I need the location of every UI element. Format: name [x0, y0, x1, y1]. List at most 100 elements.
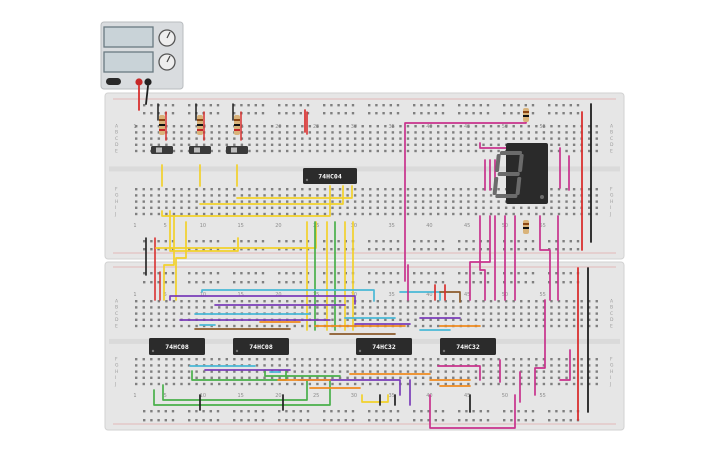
terminal-hole[interactable] — [233, 212, 236, 216]
rail-hole[interactable] — [562, 240, 565, 243]
terminal-hole[interactable] — [452, 382, 455, 386]
terminal-hole[interactable] — [202, 300, 206, 303]
rail-hole[interactable] — [209, 248, 212, 251]
terminal-hole[interactable] — [150, 370, 153, 373]
terminal-hole[interactable] — [180, 206, 183, 209]
rail-hole[interactable] — [337, 410, 340, 413]
terminal-hole[interactable] — [406, 200, 410, 203]
rail-hole[interactable] — [278, 240, 281, 243]
rail-hole[interactable] — [330, 281, 333, 284]
terminal-hole[interactable] — [557, 370, 561, 373]
terminal-hole[interactable] — [165, 212, 168, 216]
terminal-hole[interactable] — [497, 143, 500, 146]
terminal-hole[interactable] — [278, 125, 281, 128]
terminal-hole[interactable] — [270, 200, 274, 203]
rail-hole[interactable] — [202, 272, 205, 275]
terminal-hole[interactable] — [293, 125, 296, 128]
terminal-hole[interactable] — [588, 358, 591, 361]
terminal-hole[interactable] — [323, 358, 327, 361]
rail-hole[interactable] — [292, 281, 295, 284]
rail-hole[interactable] — [441, 112, 445, 115]
terminal-hole[interactable] — [270, 376, 274, 379]
rail-hole[interactable] — [562, 112, 565, 115]
terminal-hole[interactable] — [210, 306, 213, 309]
terminal-hole[interactable] — [535, 131, 538, 134]
terminal-hole[interactable] — [270, 143, 274, 146]
terminal-hole[interactable] — [482, 131, 485, 134]
terminal-hole[interactable] — [301, 125, 304, 128]
rail-hole[interactable] — [261, 419, 265, 422]
terminal-hole[interactable] — [293, 370, 296, 373]
terminal-hole[interactable] — [172, 143, 176, 146]
rail-hole[interactable] — [278, 281, 281, 284]
rail-hole[interactable] — [465, 112, 468, 115]
terminal-hole[interactable] — [286, 370, 289, 373]
terminal-hole[interactable] — [527, 306, 530, 309]
rail-hole[interactable] — [472, 419, 475, 422]
terminal-hole[interactable] — [550, 206, 553, 209]
terminal-hole[interactable] — [444, 131, 447, 134]
terminal-hole[interactable] — [535, 358, 538, 361]
terminal-hole[interactable] — [535, 370, 538, 373]
terminal-hole[interactable] — [550, 318, 553, 321]
rail-hole[interactable] — [171, 248, 175, 251]
terminal-hole[interactable] — [520, 318, 523, 321]
terminal-hole[interactable] — [512, 318, 515, 321]
terminal-hole[interactable] — [542, 312, 546, 315]
terminal-hole[interactable] — [187, 125, 191, 128]
terminal-hole[interactable] — [180, 149, 183, 153]
terminal-hole[interactable] — [278, 143, 281, 146]
terminal-hole[interactable] — [391, 206, 395, 209]
terminal-hole[interactable] — [187, 306, 191, 309]
terminal-hole[interactable] — [180, 324, 183, 328]
terminal-hole[interactable] — [384, 125, 387, 128]
terminal-hole[interactable] — [218, 143, 221, 146]
rail-hole[interactable] — [458, 272, 461, 275]
terminal-hole[interactable] — [421, 212, 425, 216]
terminal-hole[interactable] — [346, 300, 349, 303]
terminal-hole[interactable] — [384, 143, 387, 146]
terminal-hole[interactable] — [233, 200, 236, 203]
terminal-hole[interactable] — [263, 358, 266, 361]
terminal-hole[interactable] — [225, 370, 228, 373]
rail-hole[interactable] — [472, 281, 475, 284]
terminal-hole[interactable] — [421, 131, 425, 134]
terminal-hole[interactable] — [588, 188, 591, 191]
terminal-hole[interactable] — [482, 300, 485, 303]
terminal-hole[interactable] — [459, 149, 463, 153]
terminal-hole[interactable] — [467, 137, 470, 140]
terminal-hole[interactable] — [270, 125, 274, 128]
terminal-hole[interactable] — [165, 143, 168, 146]
terminal-hole[interactable] — [225, 358, 228, 361]
rail-hole[interactable] — [188, 281, 191, 284]
rail-hole[interactable] — [337, 248, 340, 251]
terminal-hole[interactable] — [414, 137, 417, 140]
terminal-hole[interactable] — [384, 212, 387, 216]
rail-hole[interactable] — [458, 240, 461, 243]
terminal-hole[interactable] — [172, 188, 176, 191]
rail-hole[interactable] — [337, 281, 340, 284]
terminal-hole[interactable] — [459, 125, 463, 128]
rail-hole[interactable] — [247, 240, 250, 243]
terminal-hole[interactable] — [172, 194, 176, 197]
terminal-hole[interactable] — [361, 306, 364, 309]
terminal-hole[interactable] — [331, 318, 334, 321]
terminal-hole[interactable] — [323, 137, 327, 140]
terminal-hole[interactable] — [550, 212, 553, 216]
terminal-hole[interactable] — [353, 137, 357, 140]
terminal-hole[interactable] — [240, 206, 244, 209]
terminal-hole[interactable] — [444, 206, 447, 209]
terminal-hole[interactable] — [489, 318, 493, 321]
terminal-hole[interactable] — [286, 212, 289, 216]
terminal-hole[interactable] — [459, 370, 463, 373]
terminal-hole[interactable] — [580, 318, 583, 321]
terminal-hole[interactable] — [331, 300, 334, 303]
terminal-hole[interactable] — [437, 137, 440, 140]
terminal-hole[interactable] — [384, 300, 387, 303]
terminal-hole[interactable] — [489, 125, 493, 128]
terminal-hole[interactable] — [233, 358, 236, 361]
terminal-hole[interactable] — [180, 312, 183, 315]
rail-hole[interactable] — [517, 112, 520, 115]
terminal-hole[interactable] — [550, 137, 553, 140]
terminal-hole[interactable] — [278, 376, 281, 379]
